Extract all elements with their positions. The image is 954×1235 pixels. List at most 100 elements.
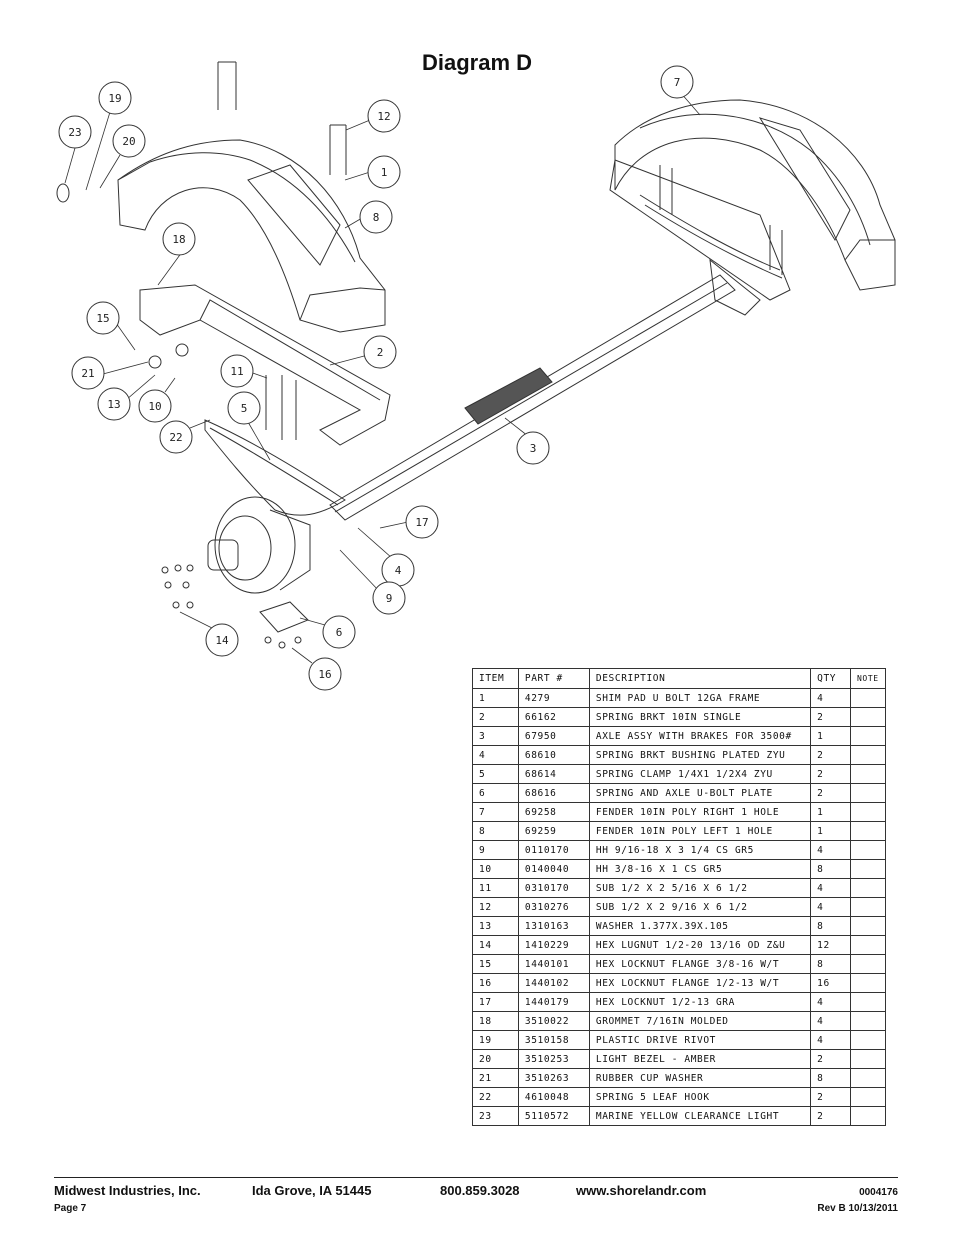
table-cell: 1310163	[517, 916, 590, 936]
callout-3: 3	[516, 431, 550, 465]
table-cell: 20	[472, 1049, 519, 1069]
table-cell: HEX LUGNUT 1/2-20 13/16 OD Z&U	[588, 935, 812, 955]
footer-website: www.shorelandr.com	[576, 1183, 707, 1198]
table-cell: 4	[810, 1030, 852, 1050]
table-cell: SPRING BRKT BUSHING PLATED ZYU	[588, 745, 812, 765]
table-cell: 2	[810, 783, 852, 803]
table-cell: GROMMET 7/16IN MOLDED	[588, 1011, 812, 1031]
table-cell: 2	[810, 764, 852, 784]
svg-text:13: 13	[107, 398, 120, 411]
table-cell: 9	[472, 840, 519, 860]
callout-12: 12	[367, 99, 401, 133]
table-cell: 4	[810, 688, 852, 708]
u-bolt-right-drawing	[329, 124, 347, 175]
table-cell: 2	[810, 745, 852, 765]
table-cell: SPRING BRKT 10IN SINGLE	[588, 707, 812, 727]
table-cell: 16	[810, 973, 852, 993]
svg-text:14: 14	[215, 634, 229, 647]
footer-doc-number: 0004176	[859, 1187, 898, 1198]
table-cell: 15	[472, 954, 519, 974]
table-cell	[850, 707, 886, 727]
svg-text:1: 1	[381, 166, 388, 179]
svg-text:3: 3	[530, 442, 537, 455]
table-cell: 4	[810, 840, 852, 860]
table-cell	[850, 1087, 886, 1107]
table-cell: 66162	[517, 707, 590, 727]
callout-14: 14	[205, 623, 239, 657]
footer-page: Page 7	[54, 1203, 87, 1214]
u-bolt-left-drawing	[265, 375, 297, 440]
table-cell: 4	[810, 1011, 852, 1031]
callout-19: 19	[98, 81, 132, 115]
svg-text:21: 21	[81, 367, 94, 380]
left-spring-bracket-drawing	[139, 284, 391, 446]
table-cell: 2	[810, 707, 852, 727]
lug-nuts-drawing	[161, 564, 302, 649]
column-header-description: DESCRIPTION	[588, 668, 812, 689]
svg-text:7: 7	[674, 76, 681, 89]
table-cell: 1440102	[517, 973, 590, 993]
svg-text:11: 11	[230, 365, 243, 378]
table-cell: 4279	[517, 688, 590, 708]
column-header-note: NOTE	[850, 668, 886, 689]
table-cell: SUB 1/2 X 2 5/16 X 6 1/2	[588, 878, 812, 898]
table-cell	[850, 916, 886, 936]
table-cell	[850, 1011, 886, 1031]
table-cell	[850, 1068, 886, 1088]
column-header-part: PART #	[517, 668, 590, 689]
table-cell: 1	[810, 821, 852, 841]
callout-16: 16	[308, 657, 342, 691]
u-bolt-top-drawing	[217, 61, 237, 110]
table-cell: 0140040	[517, 859, 590, 879]
callout-6: 6	[322, 615, 356, 649]
table-cell: SPRING AND AXLE U-BOLT PLATE	[588, 783, 812, 803]
table-cell: 4	[472, 745, 519, 765]
table-cell	[850, 1030, 886, 1050]
svg-text:12: 12	[377, 110, 390, 123]
table-cell: 18	[472, 1011, 519, 1031]
table-cell: 8	[472, 821, 519, 841]
table-cell	[850, 726, 886, 746]
table-cell: 68614	[517, 764, 590, 784]
table-cell: HH 9/16-18 X 3 1/4 CS GR5	[588, 840, 812, 860]
column-header-qty: QTY	[810, 668, 852, 689]
table-cell: 1	[810, 726, 852, 746]
table-cell: FENDER 10IN POLY LEFT 1 HOLE	[588, 821, 812, 841]
table-cell	[850, 764, 886, 784]
callout-8: 8	[359, 200, 393, 234]
table-cell: 3510022	[517, 1011, 590, 1031]
table-cell: MARINE YELLOW CLEARANCE LIGHT	[588, 1106, 812, 1126]
table-cell	[850, 840, 886, 860]
table-cell: 7	[472, 802, 519, 822]
axle-tube-drawing	[329, 274, 736, 521]
table-cell: 4610048	[517, 1087, 590, 1107]
svg-text:16: 16	[318, 668, 331, 681]
table-cell: PLASTIC DRIVE RIVOT	[588, 1030, 812, 1050]
callout-5: 5	[227, 391, 261, 425]
table-cell: 0110170	[517, 840, 590, 860]
table-cell	[850, 688, 886, 708]
callout-22: 22	[159, 420, 193, 454]
table-cell: SPRING CLAMP 1/4X1 1/2X4 ZYU	[588, 764, 812, 784]
svg-text:8: 8	[373, 211, 380, 224]
svg-text:23: 23	[68, 126, 81, 139]
table-cell	[850, 878, 886, 898]
svg-text:17: 17	[415, 516, 428, 529]
table-cell: WASHER 1.377X.39X.105	[588, 916, 812, 936]
